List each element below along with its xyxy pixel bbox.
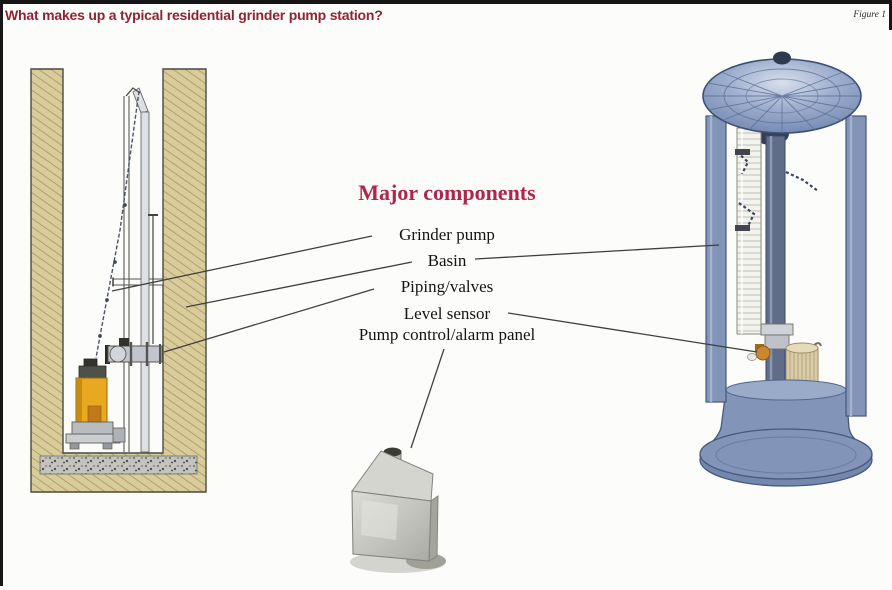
page-title: What makes up a typical residential grin… [5,7,383,23]
page-border-top [0,0,892,4]
label-level-sensor: Level sensor [403,304,491,323]
basin-lid [702,51,862,134]
pointer-line-grinder-pump [111,235,373,292]
basin-3d-diagram [699,51,873,487]
level-sensor-fitting [747,344,771,361]
check-valve [105,338,163,366]
lifting-chains-3d [735,149,819,231]
pointer-line-basin-right [474,244,720,260]
basin-walls [30,68,207,493]
pointer-line-level-sensor [507,312,758,353]
pointer-line-pump-control [410,348,445,449]
control-panel-image [350,447,446,573]
pointer-lines [111,235,758,449]
label-piping-valves: Piping/valves [400,277,494,296]
label-grinder-pump: Grinder pump [399,225,495,244]
basin-wall-columns [705,115,867,417]
page-border-left [0,0,3,586]
label-pump-control-alarm-panel: Pump control/alarm panel [358,325,536,344]
lid-vent-cap [773,51,791,65]
pointer-line-basin-left [185,261,413,308]
grinder-pump-shape [65,358,126,450]
pointer-line-piping-valves [163,288,375,353]
valve-rod [148,214,158,344]
cross-section-diagram [30,68,207,493]
label-basin: Basin [427,251,467,270]
basin-base [699,379,873,487]
lifting-chain [95,90,140,359]
pipe-elbow-flange [760,323,794,350]
legend-heading: Major components [358,180,536,205]
control-panel-box [351,450,439,562]
figure-number-label: Figure 1 [853,10,886,20]
page-border-right [889,0,892,30]
discharge-pipe [123,87,150,453]
gravel-bed [39,455,198,475]
